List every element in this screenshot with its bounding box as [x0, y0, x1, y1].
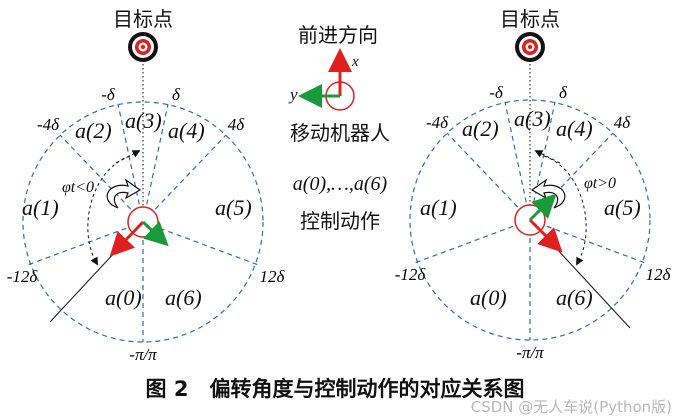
right-action-a4: a(4) [556, 116, 593, 141]
left-action-labels: a(0) a(1) a(2) a(3) a(4) a(5) a(6) [22, 108, 252, 310]
left-label-neg-delta: -δ [101, 85, 116, 104]
right-phi-label: φt>0 [584, 175, 616, 192]
left-angle-arc [87, 155, 131, 266]
right-label-pi: -π/π [516, 343, 544, 362]
left-target-icon [128, 32, 158, 62]
right-action-a2: a(2) [462, 116, 499, 141]
left-action-a1: a(1) [22, 195, 59, 220]
right-label-pos-12delta: 12δ [646, 265, 672, 284]
left-robot-x-arrow [109, 220, 145, 257]
right-angle-arc-top [534, 150, 561, 164]
left-action-a6: a(6) [165, 285, 202, 310]
left-label-pos-delta: δ [172, 85, 181, 104]
right-sector-circle [409, 99, 651, 341]
legend-action-range: a(0),…,a(6) [293, 173, 388, 195]
left-phi-label: φt<0 [62, 179, 94, 196]
left-label-pos-4delta: 4δ [228, 115, 246, 134]
left-action-a2: a(2) [75, 118, 112, 143]
left-diagram: 目标点 -δ δ -4δ 4δ -12δ 12δ -π/π φt<0 a(0) … [7, 7, 286, 364]
left-label-neg-4delta: -4δ [37, 115, 60, 134]
figure-caption: 图 2 偏转角度与控制动作的对应关系图 [146, 377, 525, 401]
right-action-labels: a(0) a(1) a(2) a(3) a(4) a(5) a(6) [420, 106, 641, 310]
left-rotation-arrow-icon [106, 178, 142, 209]
right-robot-x-arrow [528, 218, 563, 253]
right-label-pos-4delta: 4δ [614, 113, 632, 132]
right-robot-y-arrow [528, 193, 557, 222]
right-label-neg-delta: -δ [489, 83, 504, 102]
legend-robot-label: 移动机器人 [290, 121, 390, 145]
left-action-a4: a(4) [168, 118, 205, 143]
right-label-neg-4delta: -4δ [426, 113, 449, 132]
left-label-neg-12delta: -12δ [7, 267, 39, 286]
right-target-icon [515, 32, 545, 62]
legend: 前进方向 x y 移动机器人 a(0),…,a(6) 控制动作 [288, 23, 390, 233]
right-label-neg-12delta: -12δ [395, 265, 427, 284]
watermark: CSDN @无人车说(Python版) [471, 398, 672, 416]
right-label-pos-delta: δ [559, 83, 568, 102]
left-angle-arc-top [115, 150, 141, 164]
right-action-a5: a(5) [604, 195, 641, 220]
right-diagram: 目标点 -δ δ -4δ 4δ -12δ 12δ -π/π φt>0 a(0) … [395, 7, 672, 362]
right-action-a1: a(1) [420, 195, 457, 220]
right-rotation-arrow-icon [530, 178, 566, 209]
left-sector-circle [22, 101, 264, 343]
legend-control-action: 控制动作 [300, 209, 380, 233]
left-robot-y-arrow [141, 220, 169, 247]
right-angle-arc [543, 155, 587, 266]
legend-forward-direction: 前进方向 [298, 23, 378, 47]
legend-x-axis: x [351, 54, 359, 70]
right-action-a0: a(0) [470, 285, 507, 310]
left-label-pos-12delta: 12δ [260, 267, 286, 286]
legend-y-axis: y [288, 85, 298, 104]
right-action-a6: a(6) [556, 285, 593, 310]
left-action-a5: a(5) [215, 195, 252, 220]
left-label-pi: -π/π [129, 345, 157, 364]
right-action-a3: a(3) [514, 106, 551, 131]
left-target-label: 目标点 [113, 7, 173, 31]
right-target-label: 目标点 [500, 7, 560, 31]
left-action-a3: a(3) [125, 108, 162, 133]
left-action-a0: a(0) [105, 285, 142, 310]
